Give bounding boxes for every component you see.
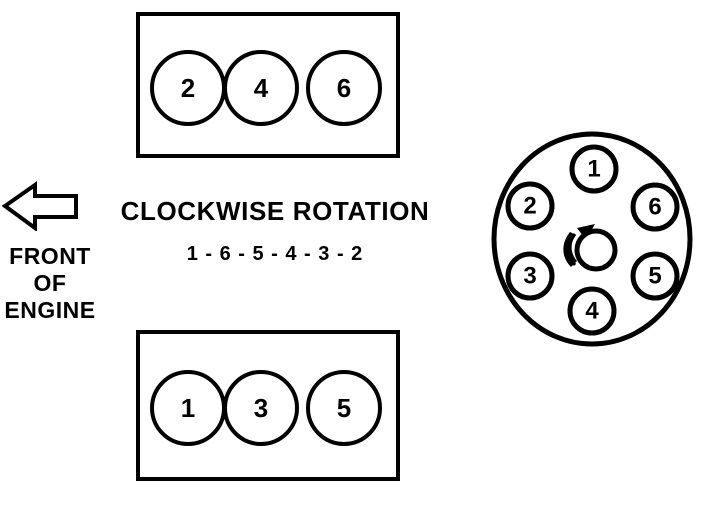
cylinder-bank-top: 2 4 6 [136, 12, 400, 158]
distributor-terminal: 5 [630, 251, 680, 301]
rotation-title: CLOCKWISE ROTATION [120, 196, 430, 226]
cylinder-circle: 5 [306, 370, 382, 446]
terminal-label: 4 [585, 298, 599, 325]
front-label-line-2: OF [33, 270, 67, 297]
distributor-terminal: 4 [567, 286, 617, 336]
firing-order-sequence: 1 - 6 - 5 - 4 - 3 - 2 [186, 243, 364, 265]
left-arrow-icon [2, 181, 80, 231]
terminal-label: 3 [523, 263, 536, 290]
cylinder-bank-bottom: 1 3 5 [136, 330, 400, 481]
front-label-line-1: FRONT [9, 243, 91, 269]
terminal-label: 5 [648, 263, 661, 290]
rotor-circle-icon [574, 228, 618, 272]
terminal-label: 2 [523, 193, 536, 220]
distributor-terminal: 1 [569, 144, 619, 194]
distributor-terminal: 3 [505, 251, 555, 301]
cylinder-circle: 1 [150, 370, 226, 446]
distributor-terminal: 6 [630, 182, 680, 232]
cylinder-circle: 2 [150, 50, 226, 126]
cylinder-circle: 3 [223, 370, 299, 446]
front-label-line-3: ENGINE [4, 297, 96, 324]
front-of-engine-label: FRONT OF ENGINE [0, 243, 100, 324]
terminal-label: 1 [587, 156, 600, 183]
cylinder-circle: 4 [223, 50, 299, 126]
distributor-cap: 1 2 6 3 5 [491, 131, 694, 347]
terminal-label: 6 [648, 194, 661, 221]
cylinder-circle: 6 [306, 50, 382, 126]
distributor-terminal: 2 [505, 181, 555, 231]
